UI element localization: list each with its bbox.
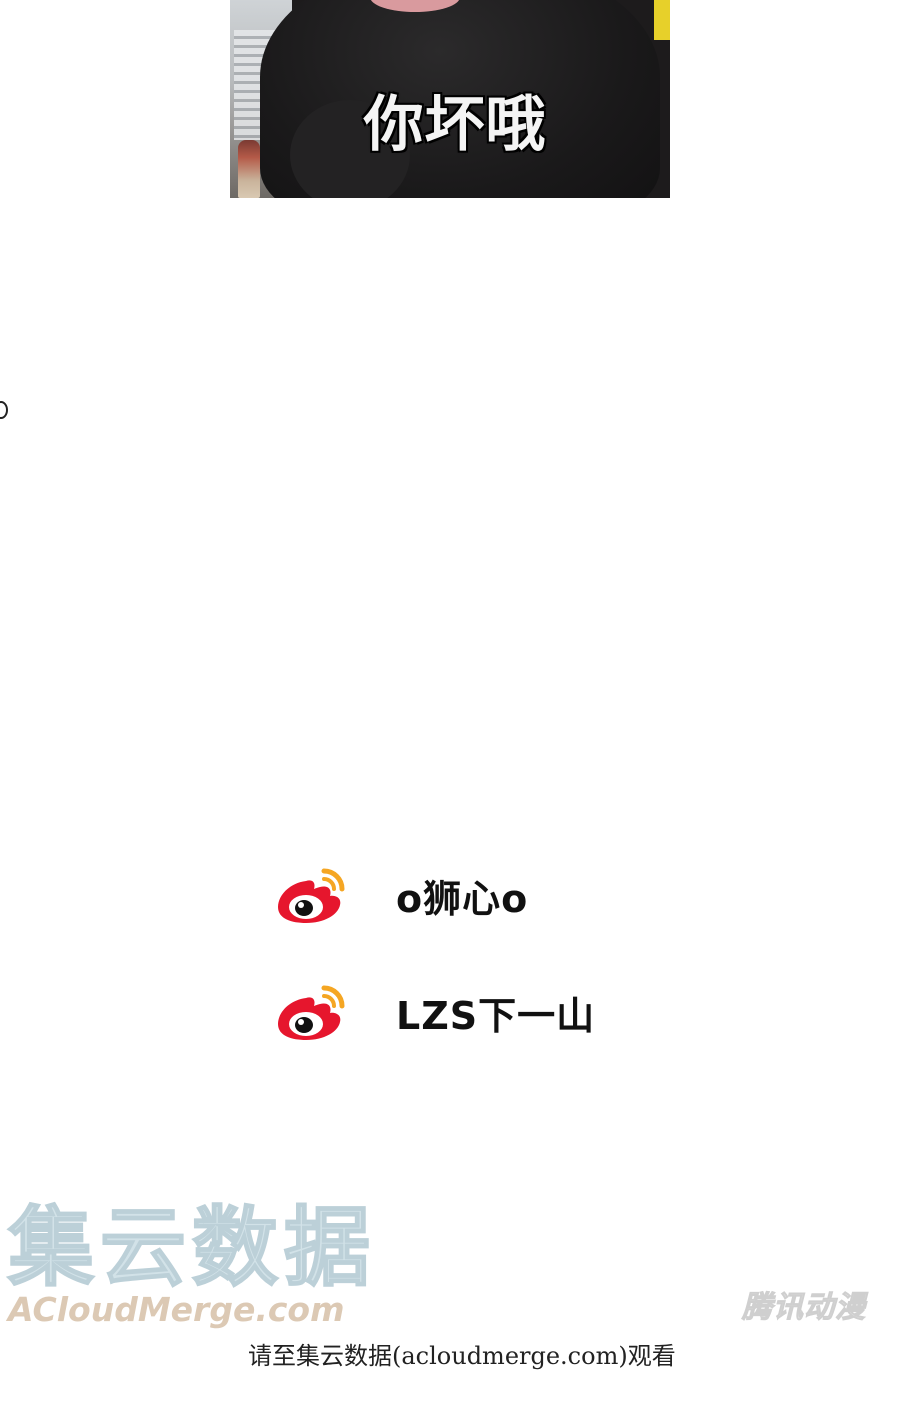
weibo-icon — [278, 985, 345, 1040]
watermark-logo-english: ACloudMerge.com — [8, 1290, 345, 1329]
weibo-icon — [278, 868, 345, 923]
panel-background-person — [238, 140, 260, 198]
mascot-paw — [290, 100, 410, 198]
credit-name-1: o狮心o — [396, 876, 529, 921]
comic-panel-image: 你坏哦 — [230, 0, 670, 198]
credit-name-2: LZS下一山 — [396, 993, 596, 1038]
watermark-logo-chinese: 集云数据 — [7, 1198, 376, 1298]
credit-row-2: LZS下一山 — [276, 982, 595, 1042]
edge-mark — [0, 401, 8, 419]
panel-caption: 你坏哦 — [363, 90, 547, 160]
mascot-mouth — [370, 0, 460, 12]
panel-background-sign — [654, 0, 670, 40]
publisher-watermark: 腾讯动漫 — [742, 1290, 866, 1326]
credit-row-1: o狮心o — [276, 865, 528, 925]
footer-notice: 请至集云数据(acloudmerge.com)观看 — [248, 1342, 676, 1370]
